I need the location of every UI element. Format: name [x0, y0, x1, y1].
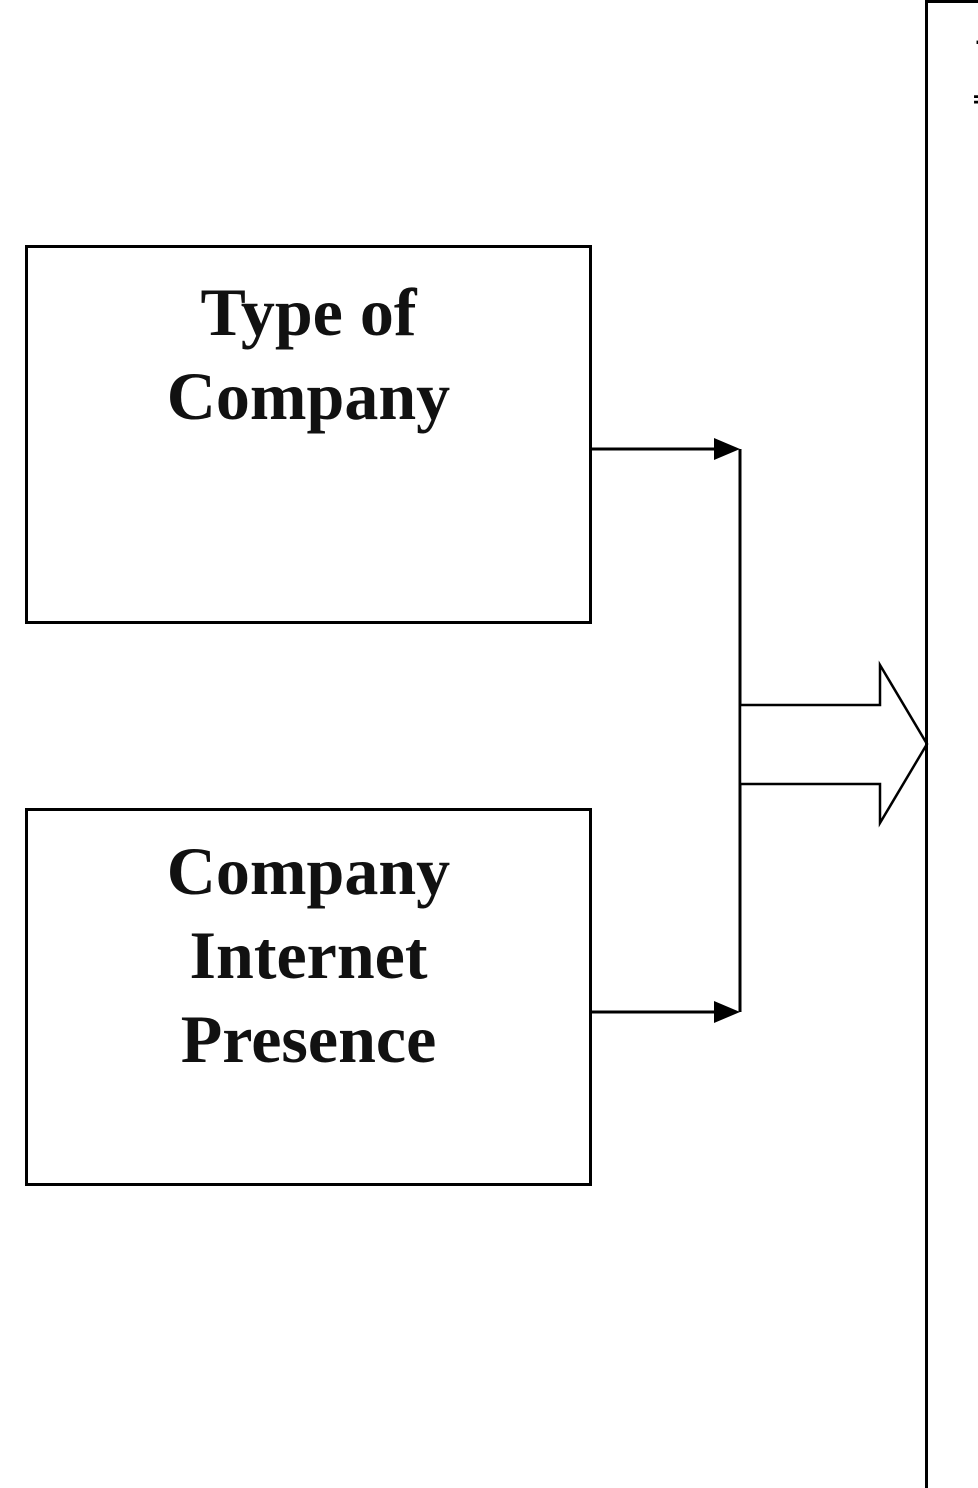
label-line: Type of — [200, 274, 417, 350]
block-arrow — [738, 660, 929, 828]
type-of-company-label: Type of Company — [28, 270, 589, 438]
label-line: Internet — [189, 917, 428, 993]
label-line: Company — [166, 358, 451, 434]
type-of-company-box: Type of Company — [25, 245, 592, 624]
frame-tick-mark: = — [973, 87, 978, 111]
top-arrowhead — [714, 438, 740, 460]
company-internet-presence-box: Company Internet Presence — [25, 808, 592, 1186]
frame-tick-mark: - — [973, 29, 978, 53]
company-internet-presence-label: Company Internet Presence — [28, 829, 589, 1081]
label-line: Presence — [180, 1001, 437, 1077]
bottom-arrowhead — [714, 1001, 740, 1023]
right-outcome-frame: - = — [925, 0, 978, 1488]
label-line: Company — [166, 833, 451, 909]
